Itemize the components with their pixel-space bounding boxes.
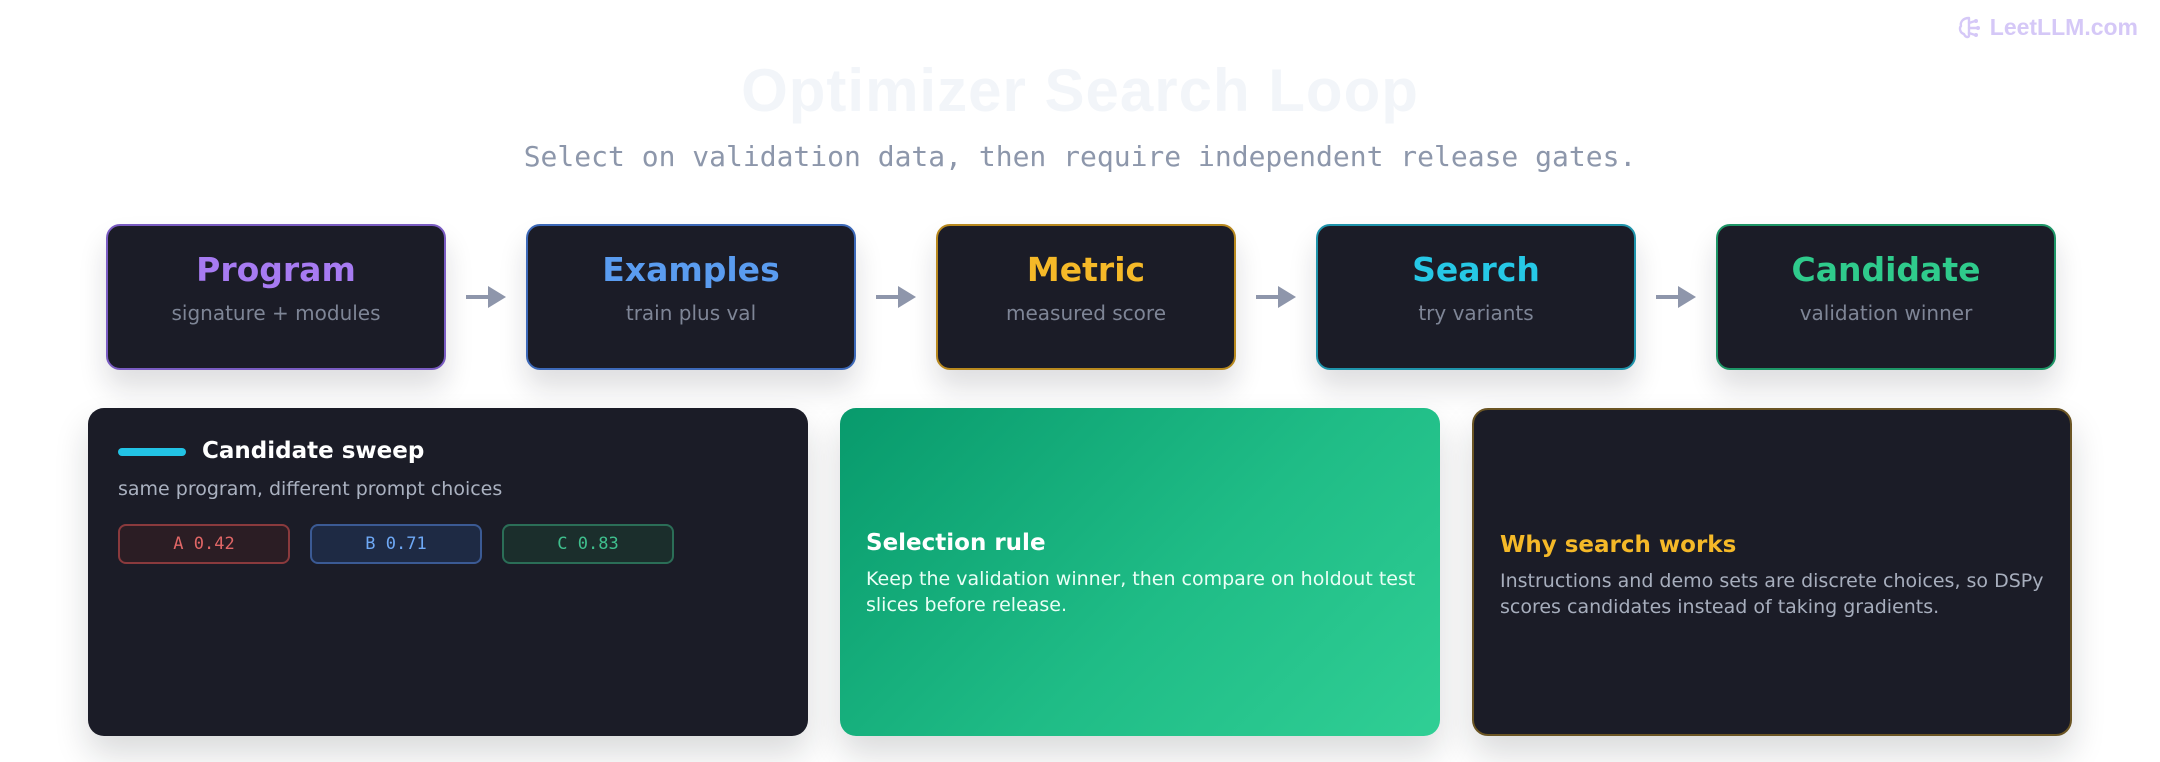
step-candidate-desc: validation winner [1799, 301, 1973, 325]
sweep-title: Candidate sweep [202, 438, 425, 464]
step-metric: Metric measured score [936, 224, 1236, 370]
step-program-name: Program [196, 250, 356, 289]
sweep-subtitle: same program, different prompt choices [118, 478, 503, 500]
selection-title: Selection rule [866, 530, 1046, 556]
step-candidate: Candidate validation winner [1716, 224, 2056, 370]
arrow-icon [876, 286, 916, 308]
arrow-icon [466, 286, 506, 308]
why-search-panel: Why search works Instructions and demo s… [1472, 408, 2072, 736]
selection-rule-panel: Selection rule Keep the validation winne… [840, 408, 1440, 736]
candidate-chip-a: A 0.42 [118, 524, 290, 564]
step-candidate-name: Candidate [1791, 250, 1981, 289]
why-text: Instructions and demo sets are discrete … [1500, 570, 2044, 618]
candidate-chip-b: B 0.71 [310, 524, 482, 564]
candidate-sweep-panel: Candidate sweep same program, different … [88, 408, 808, 736]
step-search: Search try variants [1316, 224, 1636, 370]
page-title: Optimizer Search Loop [741, 57, 1419, 124]
step-program-desc: signature + modules [171, 301, 381, 325]
step-examples: Examples train plus val [526, 224, 856, 370]
candidate-chip-c: C 0.83 [502, 524, 674, 564]
step-search-name: Search [1412, 250, 1540, 289]
brand-logo[interactable]: LeetLLM.com [1956, 14, 2138, 41]
step-search-desc: try variants [1418, 301, 1534, 325]
step-program: Program signature + modules [106, 224, 446, 370]
step-metric-name: Metric [1026, 250, 1146, 289]
page-subtitle: Select on validation data, then require … [523, 140, 1637, 173]
brand-name: LeetLLM.com [1989, 14, 2138, 40]
why-title: Why search works [1500, 532, 1737, 558]
selection-text: Keep the validation winner, then compare… [866, 568, 1416, 616]
step-examples-name: Examples [602, 250, 780, 289]
arrow-icon [1256, 286, 1296, 308]
step-metric-desc: measured score [1005, 301, 1167, 325]
sweep-accent-bar [118, 448, 186, 456]
arrow-icon [1656, 286, 1696, 308]
step-examples-desc: train plus val [625, 301, 757, 325]
brain-icon [1958, 16, 1980, 38]
